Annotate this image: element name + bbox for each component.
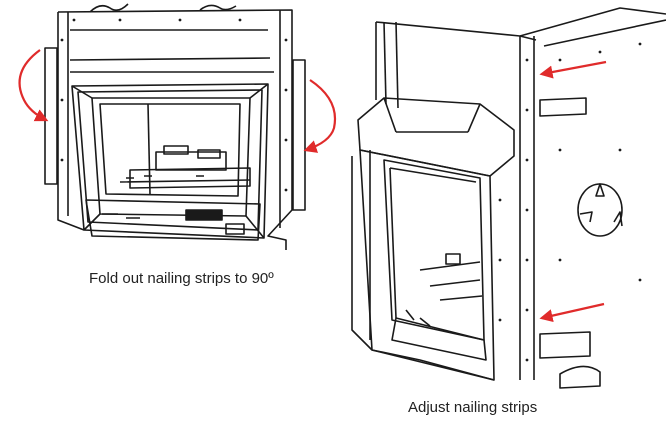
left-caption: Fold out nailing strips to 90º xyxy=(89,270,274,287)
right-caption: Adjust nailing strips xyxy=(408,399,538,416)
pointer-arrow-icon xyxy=(539,302,605,323)
vent-knockout xyxy=(577,183,623,237)
pointer-arrow-icon xyxy=(539,60,607,79)
rotate-arrow-left-icon xyxy=(18,49,49,122)
fireplace-angled-view xyxy=(351,7,666,389)
rotate-arrow-right-icon xyxy=(303,79,337,153)
rivets xyxy=(60,18,642,362)
fireplace-front-view xyxy=(44,3,306,250)
